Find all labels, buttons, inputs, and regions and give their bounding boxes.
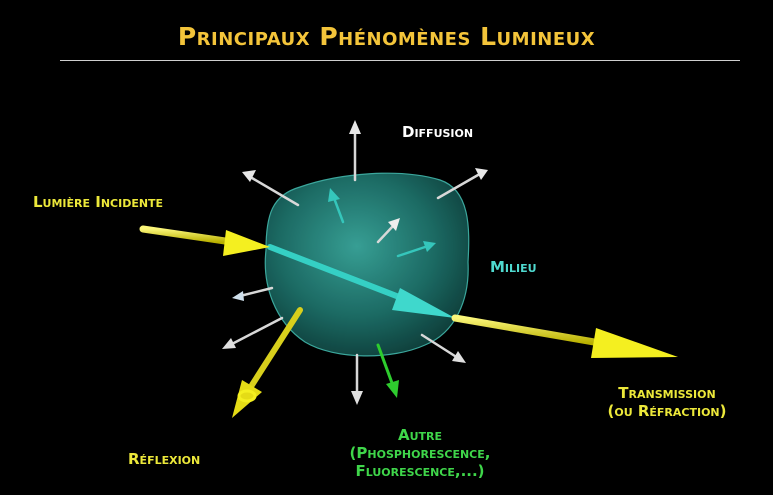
- label-transmission: Transmission (ou Réfraction): [582, 384, 752, 420]
- label-autre: Autre (Phosphorescence, Fluorescence,...…: [320, 426, 520, 480]
- label-reflexion: Réflexion: [128, 450, 200, 468]
- medium-blob: [265, 173, 468, 356]
- label-transmission-line1: Transmission: [582, 384, 752, 402]
- label-autre-line3: Fluorescence,...): [320, 462, 520, 480]
- label-transmission-line2: (ou Réfraction): [582, 402, 752, 420]
- label-diffusion: Diffusion: [402, 123, 473, 141]
- label-lumiere-incidente: Lumière Incidente: [33, 193, 163, 211]
- transmission-arrow: [455, 318, 678, 358]
- incident-arrow: [143, 229, 270, 256]
- label-milieu: Milieu: [490, 258, 537, 276]
- label-autre-line2: (Phosphorescence,: [320, 444, 520, 462]
- label-autre-line1: Autre: [320, 426, 520, 444]
